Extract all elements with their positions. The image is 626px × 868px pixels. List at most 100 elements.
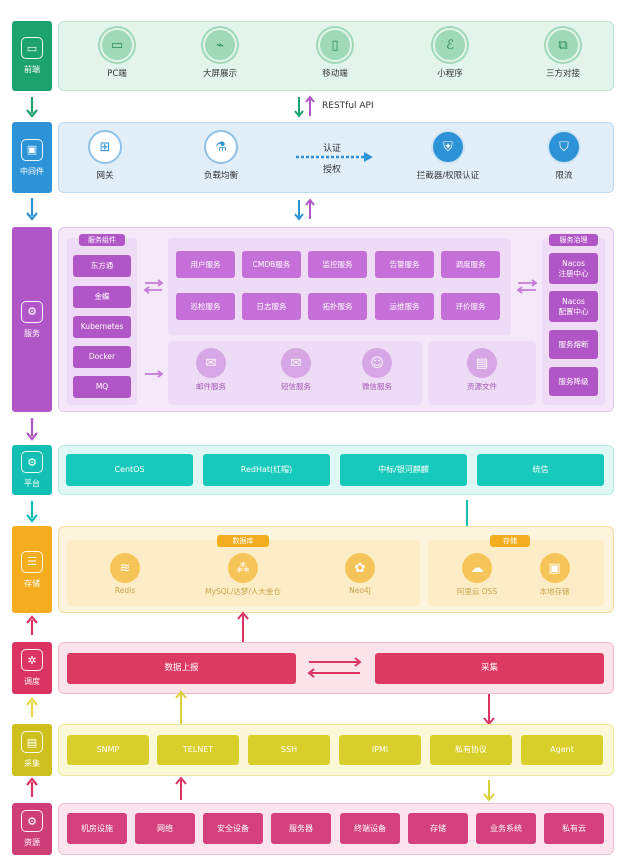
phone-icon: ▯ (318, 28, 352, 62)
core-service-cmdb[interactable]: CMDB服务 (242, 251, 301, 278)
core-service-ops[interactable]: 运维服务 (375, 293, 434, 320)
frontend-item-thirdparty[interactable]: ⧉ 三方对接 (530, 28, 596, 79)
core-service-schedule[interactable]: 调度服务 (441, 251, 500, 278)
frontend-item-bigscreen[interactable]: ⌁ 大屏展示 (190, 28, 250, 79)
resource-terminal[interactable]: 终端设备 (340, 813, 400, 844)
load-balance-icon: ⚗ (204, 130, 238, 164)
db-label: MySQL/达梦/人大金仓 (205, 587, 281, 596)
redis-icon: ≋ (110, 553, 140, 583)
resource-security-device[interactable]: 安全设备 (203, 813, 263, 844)
notify-sms[interactable]: ✉ 短信服务 (271, 348, 321, 392)
governance-circuit-breaker[interactable]: 服务熔断 (549, 330, 598, 359)
resource-server[interactable]: 服务器 (271, 813, 331, 844)
component-kingdee[interactable]: 金蝶 (73, 286, 131, 308)
middleware-item-label: 负载均衡 (203, 171, 238, 181)
layer-middleware: ▣ 中间件 (12, 122, 52, 193)
db-neo4j[interactable]: ✿ Neo4J (335, 553, 385, 595)
collect-telnet[interactable]: TELNET (157, 735, 239, 765)
frontend-item-label: 小程序 (437, 69, 463, 79)
layer-collect: ▤ 采集 (12, 724, 52, 776)
notify-email[interactable]: ✉ 邮件服务 (186, 348, 236, 392)
frontend-item-miniprogram[interactable]: ℰ 小程序 (420, 28, 480, 79)
resource-private-cloud[interactable]: 私有云 (544, 813, 604, 844)
core-service-topology[interactable]: 拓扑服务 (308, 293, 367, 320)
resource-network[interactable]: 网络 (135, 813, 195, 844)
connect-icon: ⧉ (546, 28, 580, 62)
core-service-alert[interactable]: 告警服务 (375, 251, 434, 278)
middleware-item-gateway[interactable]: ⊞ 网关 (80, 130, 130, 181)
mail-icon: ✉ (196, 348, 226, 378)
object-storage-panel (428, 540, 604, 606)
middleware-item-lb[interactable]: ⚗ 负载均衡 (188, 130, 254, 181)
db-redis[interactable]: ≋ Redis (100, 553, 150, 595)
platform-uos[interactable]: 统信 (477, 454, 604, 486)
governance-nacos-config[interactable]: Nacos 配置中心 (549, 291, 598, 322)
store-label: 本地存储 (539, 587, 570, 596)
component-docker[interactable]: Docker (73, 346, 131, 368)
authorize-label: 授权 (323, 165, 342, 175)
flow-icon: ✲ (21, 649, 43, 671)
layer-storage: ☰ 存储 (12, 526, 52, 613)
resource-business-system[interactable]: 业务系统 (476, 813, 536, 844)
auth-label: 认证 (323, 144, 342, 154)
layer-collect-label: 采集 (24, 759, 40, 768)
wechat-icon: ☺ (362, 348, 392, 378)
collect-icon: ▤ (21, 731, 43, 753)
schedule-report[interactable]: 数据上报 (67, 653, 296, 684)
platform-centos[interactable]: CentOS (66, 454, 193, 486)
governance-degrade[interactable]: 服务降级 (549, 367, 598, 396)
component-dongfangtong[interactable]: 东方通 (73, 255, 131, 277)
api-label: RESTful API (322, 101, 374, 111)
component-kubernetes[interactable]: Kubernetes (73, 316, 131, 338)
middleware-item-label: 拦截器/权限认证 (416, 171, 480, 181)
layer-platform-label: 平台 (24, 479, 40, 488)
core-service-eval[interactable]: 评价服务 (441, 293, 500, 320)
resource-datacenter[interactable]: 机房设施 (67, 813, 127, 844)
collect-snmp[interactable]: SNMP (67, 735, 149, 765)
core-service-user[interactable]: 用户服务 (176, 251, 235, 278)
store-aliyun-oss[interactable]: ☁ 阿里云 OSS (447, 553, 507, 597)
resource-file-label: 资源文件 (467, 382, 497, 391)
governance-title: 服务治理 (549, 234, 598, 246)
layer-frontend-label: 前端 (24, 65, 40, 74)
middleware-item-label: 网关 (96, 171, 114, 181)
monitor-icon: ▭ (100, 28, 134, 62)
middleware-item-ratelimit[interactable]: ⛉ 限流 (539, 130, 589, 181)
schedule-collect[interactable]: 采集 (375, 653, 604, 684)
collect-ssh[interactable]: SSH (248, 735, 330, 765)
middleware-item-interceptor[interactable]: ⛨ 拦截器/权限认证 (400, 130, 496, 181)
frontend-item-label: PC端 (107, 69, 127, 79)
gear-icon: ⚙ (21, 451, 43, 473)
component-mq[interactable]: MQ (73, 376, 131, 398)
notify-label: 短信服务 (281, 382, 311, 391)
store-label: 阿里云 OSS (456, 587, 498, 596)
collect-private-protocol[interactable]: 私有协议 (430, 735, 512, 765)
database-cluster-icon: ⁂ (228, 553, 258, 583)
chip-icon: ▣ (21, 138, 43, 161)
frontend-item-mobile[interactable]: ▯ 移动端 (305, 28, 365, 79)
resource-file[interactable]: ▤ 资源文件 (456, 348, 508, 392)
frontend-item-pc[interactable]: ▭ PC端 (87, 28, 147, 79)
core-service-log[interactable]: 日志服务 (242, 293, 301, 320)
db-mysql[interactable]: ⁂ MySQL/达梦/人大金仓 (193, 553, 293, 597)
notify-wechat[interactable]: ☺ 微信服务 (352, 348, 402, 392)
collect-agent[interactable]: Agent (521, 735, 603, 765)
database-title: 数据库 (217, 535, 269, 547)
collect-ipmi[interactable]: IPMI (339, 735, 421, 765)
chart-icon: ⌁ (203, 28, 237, 62)
store-local[interactable]: ▣ 本地存储 (527, 553, 582, 597)
notify-label: 邮件服务 (196, 382, 226, 391)
resource-storage[interactable]: 存储 (408, 813, 468, 844)
db-label: Neo4J (349, 586, 371, 595)
core-service-monitor[interactable]: 监控服务 (308, 251, 367, 278)
platform-kylin[interactable]: 中标/银河麒麟 (340, 454, 467, 486)
governance-nacos-registry[interactable]: Nacos 注册中心 (549, 253, 598, 284)
core-service-inspect[interactable]: 巡检服务 (176, 293, 235, 320)
platform-redhat[interactable]: RedHat(红帽) (203, 454, 330, 486)
